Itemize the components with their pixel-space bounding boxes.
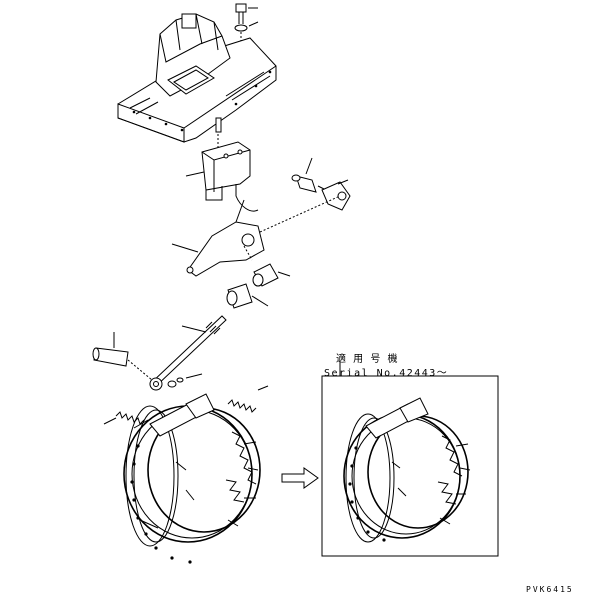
brake-band-main [123,393,261,564]
pin-upper [291,157,327,193]
rod [149,315,227,391]
top-bolt [235,3,258,24]
spring-right [227,385,269,413]
applicability-title: 適 用 号 機 [336,354,400,365]
applicability-box [321,375,499,557]
clevis [321,179,351,211]
case-cover [117,13,277,143]
bushing-upper [252,263,291,287]
washer [234,21,259,44]
pin-left [92,332,153,381]
dowel-pin [215,117,222,150]
brake-band-alt [343,397,471,543]
figure-code: PVK6415 [526,585,574,594]
spring-left [103,411,145,425]
bracket [185,141,259,212]
cotter-washer [167,373,203,388]
bushing-lower [226,283,269,309]
applicability-serial: Serial No.42443～ [324,368,449,379]
right-arrow-icon [281,467,319,489]
lever [171,195,341,277]
